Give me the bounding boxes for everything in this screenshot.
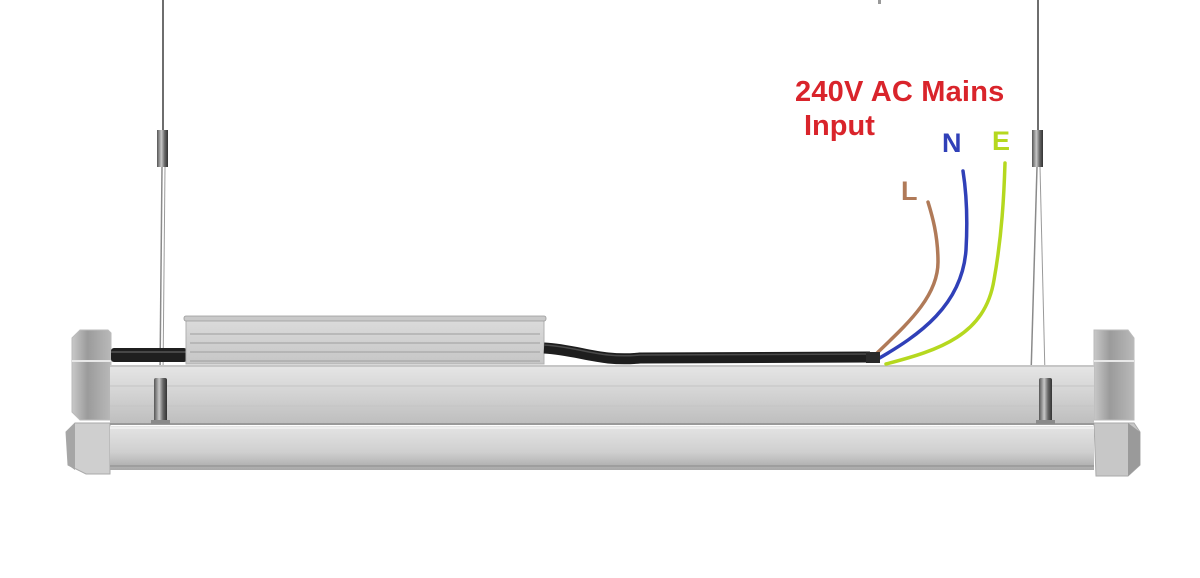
wire-label-neutral: N <box>942 128 962 158</box>
light-housing-diffuser <box>110 426 1094 470</box>
cable-stub-left <box>111 348 187 362</box>
wire-gripper-icon <box>1032 130 1043 167</box>
driver-box <box>183 315 547 365</box>
power-cable <box>543 342 871 365</box>
end-cap-left <box>65 329 112 475</box>
wire-neutral <box>874 169 969 362</box>
end-cap-right <box>1093 329 1141 477</box>
cable-end-sleeve <box>866 352 880 363</box>
suspension-wire-left <box>157 0 168 376</box>
wire-label-earth: E <box>992 126 1011 156</box>
light-housing-upper <box>110 365 1094 425</box>
wire-label-live: L <box>901 176 918 206</box>
clamp-left <box>151 378 170 424</box>
wire-earth <box>884 161 1007 366</box>
mains-input-subtitle: Input <box>804 110 875 142</box>
clamp-right <box>1036 378 1055 424</box>
suspension-wire-right <box>1030 0 1046 376</box>
wire-live <box>870 200 940 360</box>
mains-input-title: 240V AC Mains <box>795 76 1005 108</box>
hanging-hook-mark <box>878 0 881 4</box>
wire-gripper-icon <box>157 130 168 167</box>
